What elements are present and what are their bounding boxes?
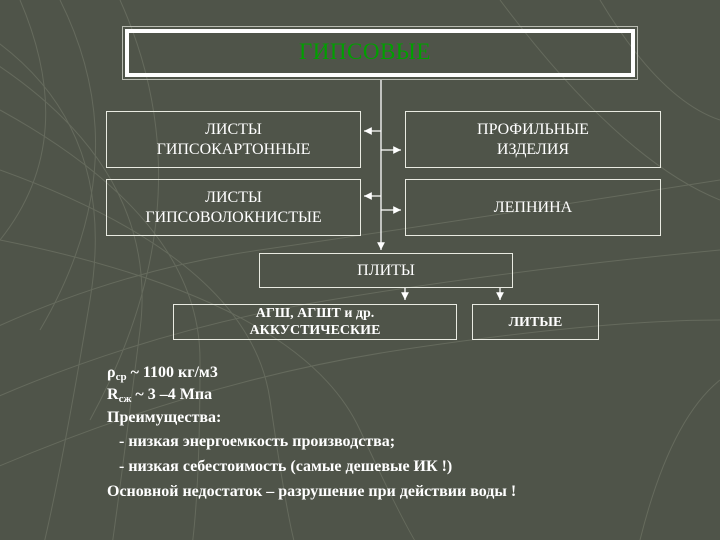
box-gypsum-fiber-line1: ЛИСТЫ [205,188,262,206]
box-gypsum-plasterboard: ЛИСТЫ ГИПСОКАРТОННЫЕ [106,111,361,168]
box-stucco-label: ЛЕПНИНА [493,198,573,216]
box-stucco: ЛЕПНИНА [405,179,661,236]
box-gypsum-plasterboard-line2: ГИПСОКАРТОННЫЕ [156,140,311,158]
density-value: ~ 1100 кг/м3 [126,364,218,381]
box-cast-plates-label: ЛИТЫЕ [508,314,563,330]
diagram-title: ГИПСОВЫЕ [299,39,431,64]
box-gypsum-fiber-line2: ГИПСОВОЛОКНИСТЫЕ [145,208,322,226]
strength-symbol: R [107,386,119,403]
box-gypsum-fiber: ЛИСТЫ ГИПСОВОЛОКНИСТЫЕ [106,179,361,236]
box-plates-label: ПЛИТЫ [357,261,415,279]
density-sub: ср [115,371,127,383]
advantage-item-1: - низкая энергоемкость производства; [119,433,396,450]
box-acoustic-plates: АГШ, АГШТ и др. АККУСТИЧЕСКИЕ [173,304,457,340]
main-drawback: Основной недостаток – разрушение при дей… [107,483,517,500]
advantages-label: Преимущества: [107,409,222,426]
strength-line: Rсж ~ 3 –4 Мпа [107,384,212,410]
strength-sub: сж [118,393,132,405]
box-acoustic-plates-line1: АГШ, АГШТ и др. [255,306,375,321]
box-acoustic-plates-line2: АККУСТИЧЕСКИЕ [249,323,381,338]
title-box: ГИПСОВЫЕ [122,26,638,80]
box-plates: ПЛИТЫ [259,253,513,288]
box-profile-products-line2: ИЗДЕЛИЯ [496,140,570,158]
box-profile-products: ПРОФИЛЬНЫЕ ИЗДЕЛИЯ [405,111,661,168]
advantage-item-2: - низкая себестоимость (самые дешевые ИК… [119,458,453,475]
density-line: ρср ~ 1100 кг/м3 [107,362,218,388]
density-symbol: ρ [107,364,116,381]
box-gypsum-plasterboard-line1: ЛИСТЫ [205,120,262,138]
box-profile-products-line1: ПРОФИЛЬНЫЕ [477,120,589,138]
box-cast-plates: ЛИТЫЕ [472,304,599,340]
strength-value: ~ 3 –4 Мпа [131,386,213,403]
